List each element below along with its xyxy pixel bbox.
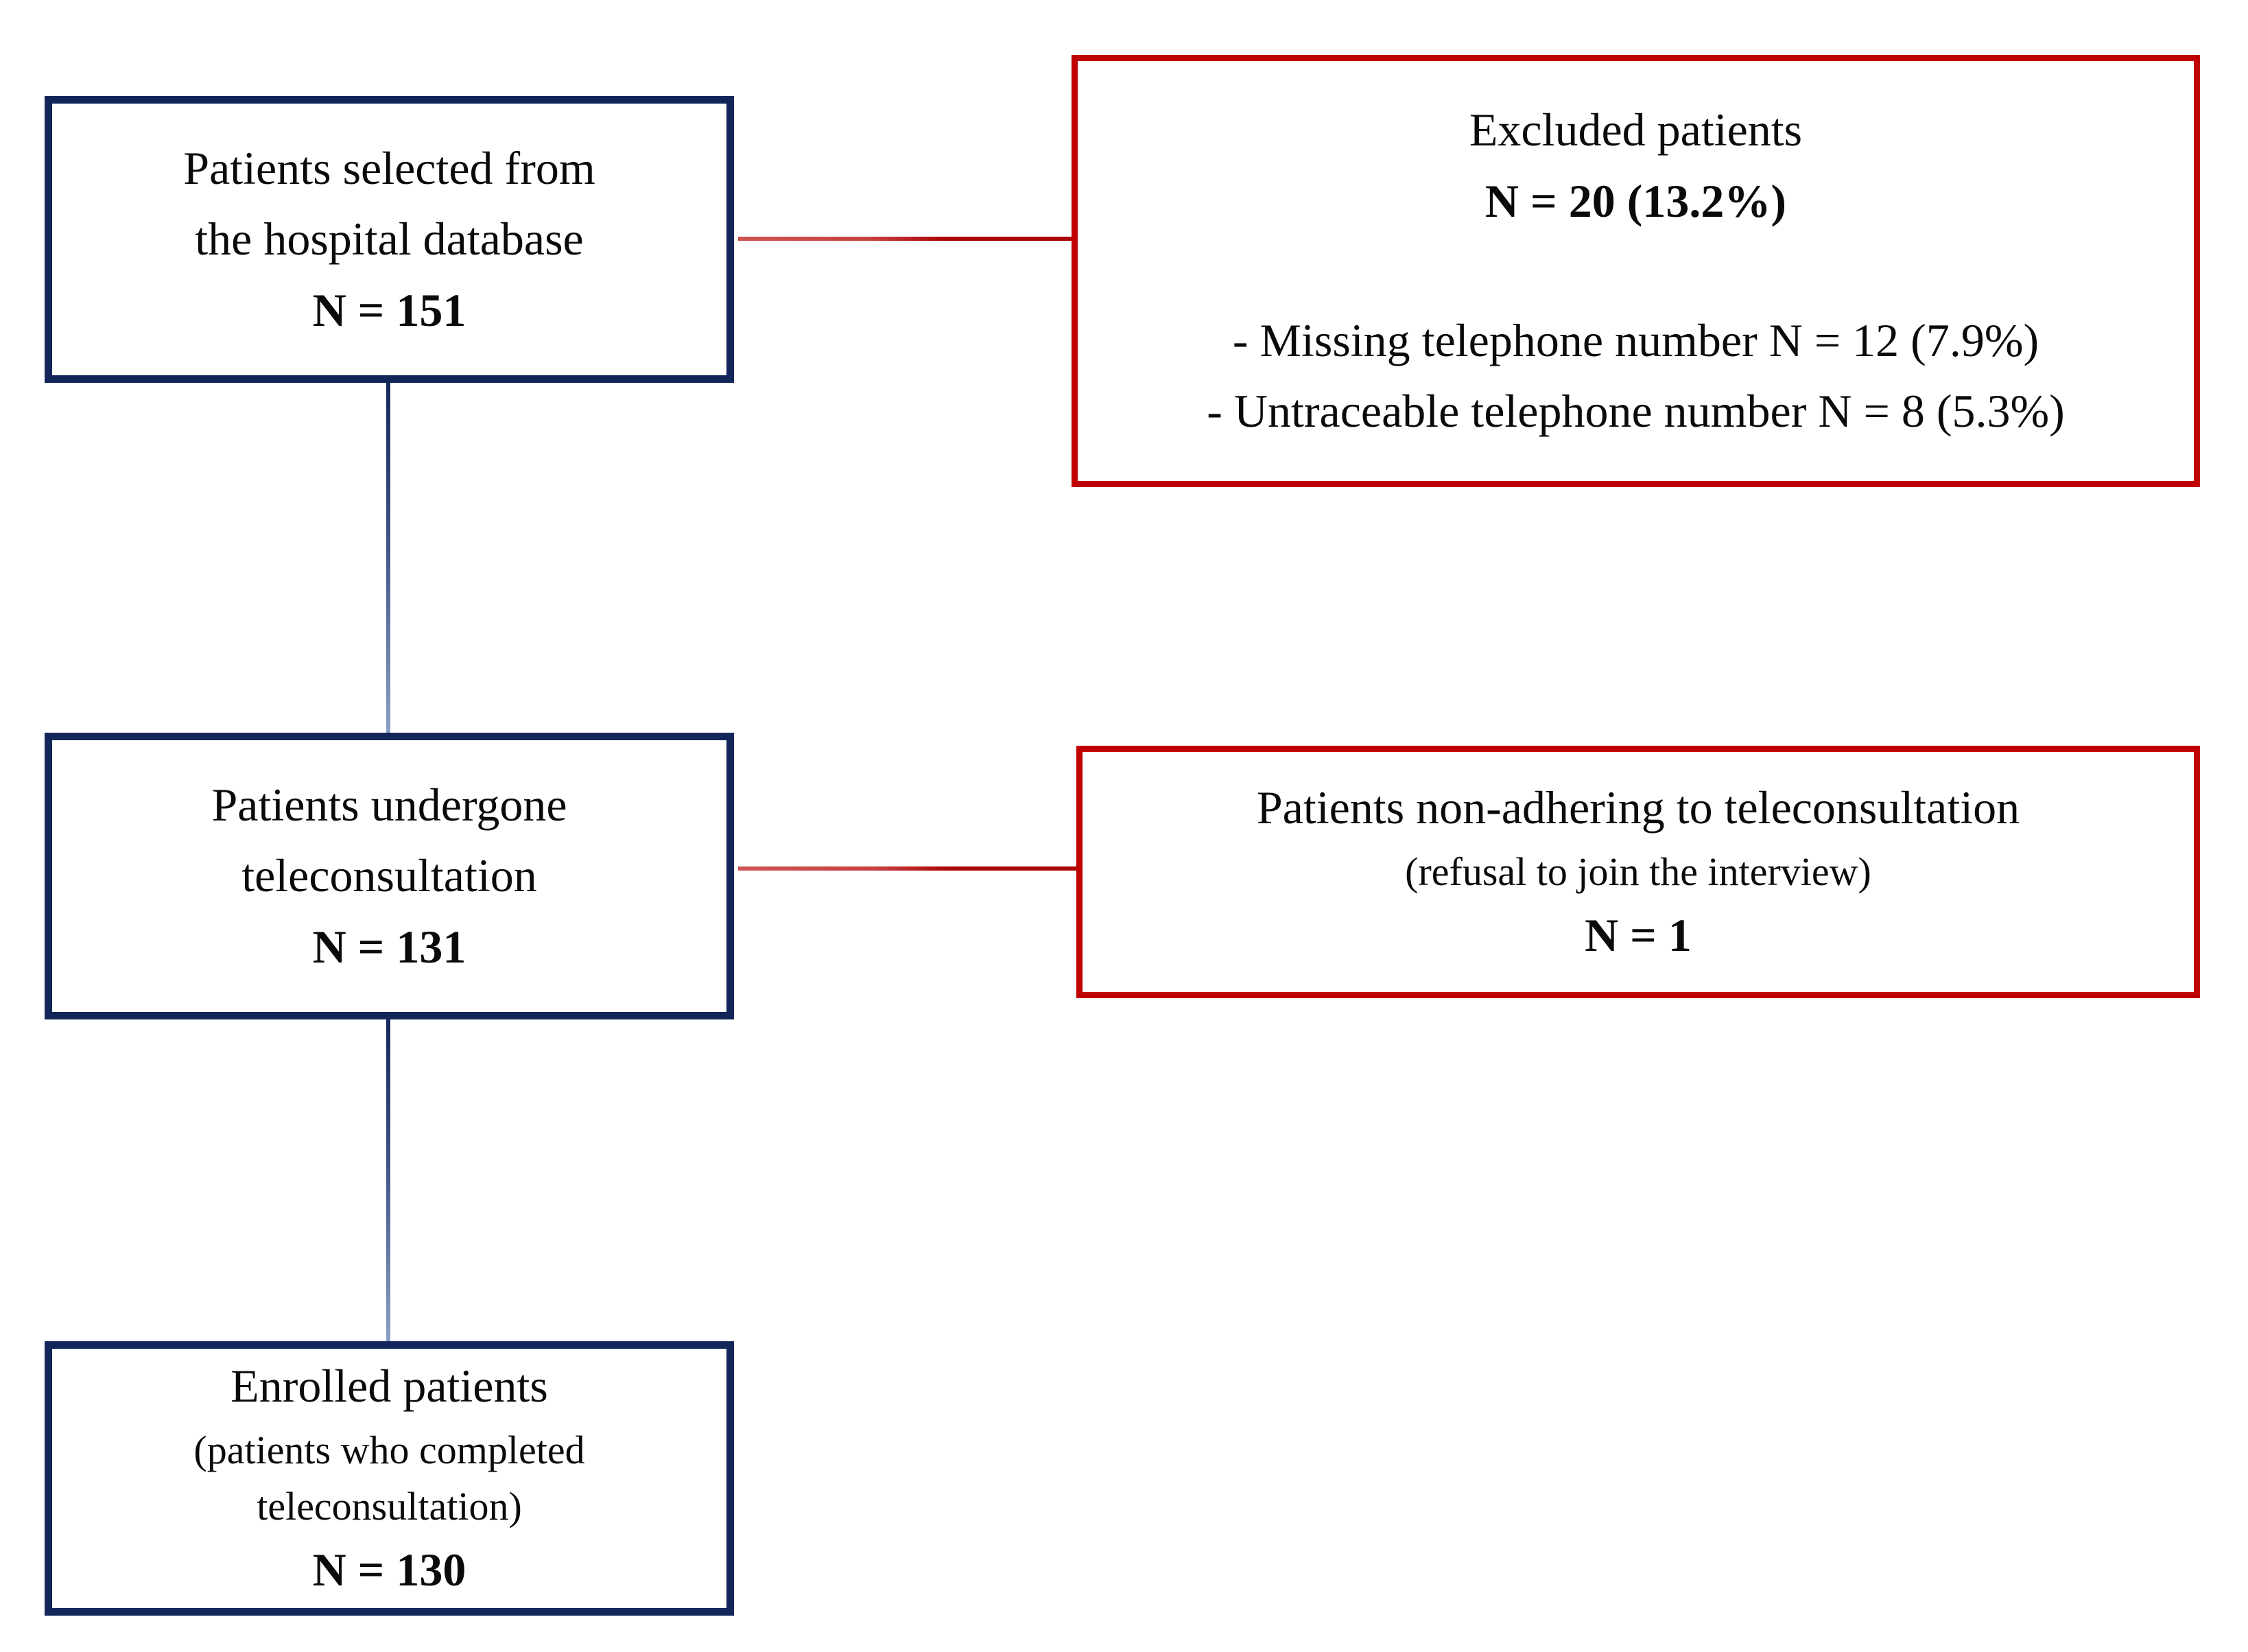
connector-selected-to-excluded [738,237,1072,241]
undergone-line-1: Patients undergone [211,778,567,831]
enrolled-count: N = 130 [312,1544,466,1596]
enrolled-subtitle-1: (patients who completed [193,1427,585,1472]
selected-line-1: Patients selected from [183,141,595,194]
excluded-title: Excluded patients [1469,104,1803,156]
connector-undergone-to-enrolled [386,1019,390,1341]
box-patients-selected: Patients selected from the hospital data… [45,96,734,383]
nonadhering-count: N = 1 [1585,909,1692,962]
connector-undergone-to-nonadhering [738,866,1076,871]
enrolled-subtitle-2: teleconsultation) [257,1484,522,1529]
excluded-item-missing-number: - Missing telephone number N = 12 (7.9%) [1232,314,2039,366]
box-enrolled-patients: Enrolled patients (patients who complete… [45,1341,734,1616]
excluded-item-untraceable-number: - Untraceable telephone number N = 8 (5.… [1207,385,2065,438]
nonadhering-title: Patients non-adhering to teleconsultatio… [1256,781,2020,834]
box-excluded-patients: Excluded patients N = 20 (13.2%) - Missi… [1072,55,2200,487]
selected-line-2: the hospital database [195,213,584,266]
nonadhering-subtitle: (refusal to join the interview) [1405,849,1871,894]
box-patients-non-adhering: Patients non-adhering to teleconsultatio… [1076,746,2200,998]
excluded-count: N = 20 (13.2%) [1484,174,1787,227]
undergone-count: N = 131 [312,920,466,973]
box-patients-undergone: Patients undergone teleconsultation N = … [45,733,734,1019]
connector-selected-to-undergone [386,383,390,733]
undergone-line-2: teleconsultation [241,849,537,902]
selected-count: N = 151 [312,283,466,336]
enrolled-title: Enrolled patients [230,1360,548,1413]
